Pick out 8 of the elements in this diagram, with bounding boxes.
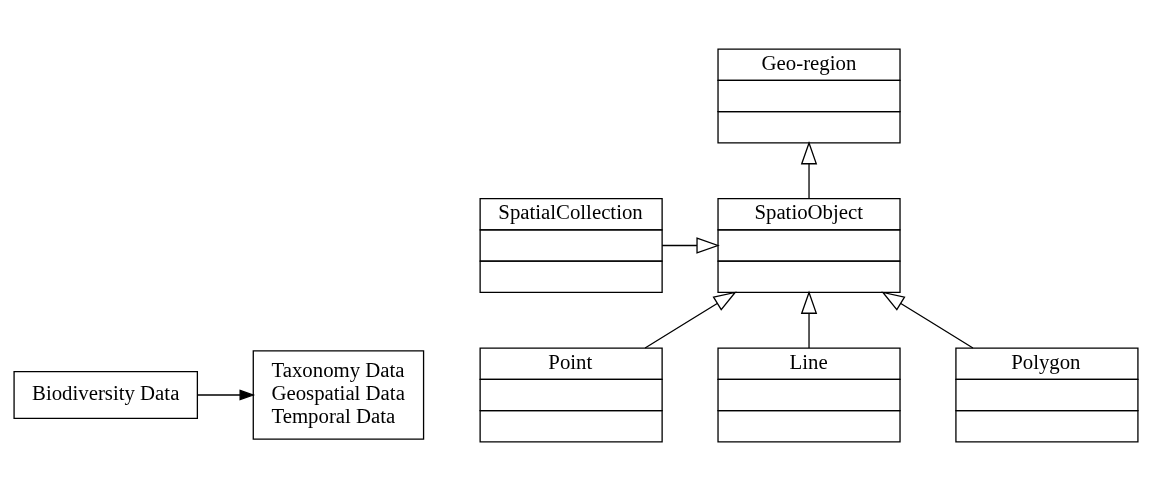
arrow xyxy=(196,389,256,400)
node-box: Taxonomy Data Geospatial Data Temporal Data xyxy=(252,349,425,440)
arrow xyxy=(881,290,974,349)
node-box: Biodiversity Data xyxy=(13,370,199,419)
arrow xyxy=(800,140,818,199)
arrow xyxy=(644,290,737,349)
arrow xyxy=(800,289,818,349)
arrow xyxy=(661,236,720,254)
